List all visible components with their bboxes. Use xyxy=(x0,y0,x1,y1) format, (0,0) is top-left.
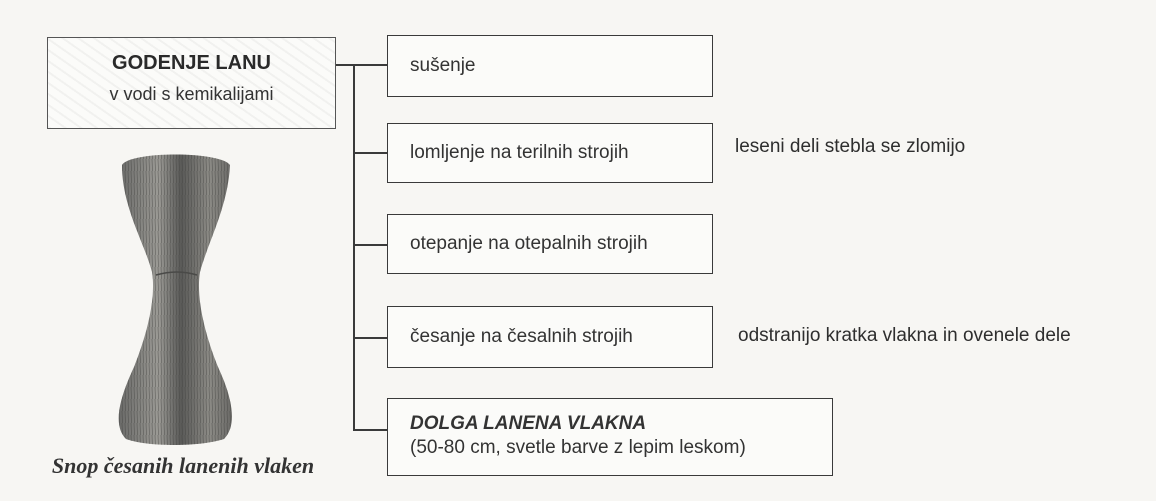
connector-final xyxy=(353,429,387,431)
final-title: DOLGA LANENA VLAKNA xyxy=(410,413,647,434)
step-box-scutching: otepanje na otepalnih strojih xyxy=(387,214,713,274)
final-box: DOLGA LANENA VLAKNA (50-80 cm, svetle ba… xyxy=(387,398,833,476)
final-subtitle: (50-80 cm, svetle barve z lepim leskom) xyxy=(410,437,746,458)
step-box-drying: sušenje xyxy=(387,35,713,97)
connector-step-4 xyxy=(353,337,387,339)
step-label: lomljenje na terilnih strojih xyxy=(410,142,629,163)
step-box-breaking: lomljenje na terilnih strojih xyxy=(387,123,713,183)
start-box: GODENJE LANU v vodi s kemikalijami xyxy=(47,37,336,129)
connector-step-3 xyxy=(353,244,387,246)
start-subtitle: v vodi s kemikalijami xyxy=(109,84,274,104)
connector-step-1 xyxy=(353,64,387,66)
photo-caption: Snop česanih lanenih vlaken xyxy=(51,453,315,478)
flax-bundle-image xyxy=(118,154,232,445)
step-label: otepanje na otepalnih strojih xyxy=(410,233,648,254)
step-note-breaking: leseni deli stebla se zlomijo xyxy=(735,136,966,157)
step-note-hackling: odstranijo kratka vlakna in ovenele dele xyxy=(738,325,1071,346)
step-box-hackling: česanje na česalnih strojih xyxy=(387,306,713,368)
start-title: GODENJE LANU xyxy=(112,52,271,74)
step-label: česanje na česalnih strojih xyxy=(410,326,633,347)
connector-trunk xyxy=(353,64,355,430)
connector-step-2 xyxy=(353,152,387,154)
step-label: sušenje xyxy=(410,55,476,76)
